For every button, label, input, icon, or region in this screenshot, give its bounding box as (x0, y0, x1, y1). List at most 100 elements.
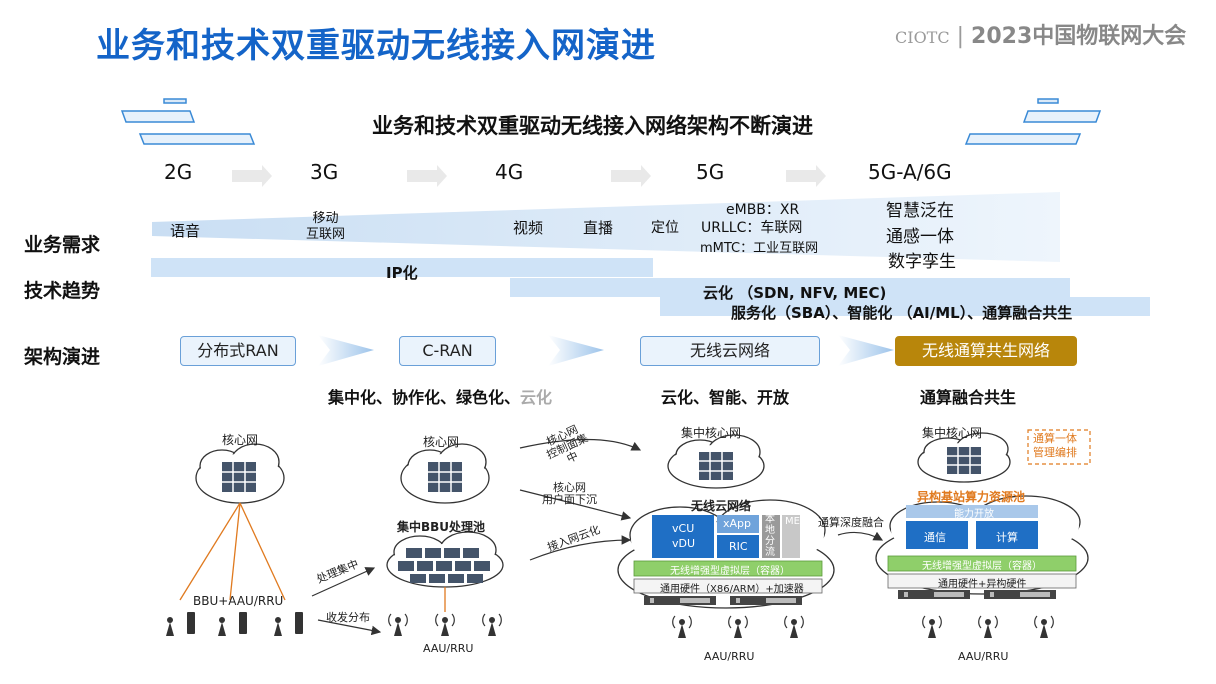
demand-future-2: 通感一体 (886, 227, 954, 247)
d4-mgmt-label: 通算一体 管理编排 (1033, 432, 1077, 459)
d3-central-core-label: 集中核心网 (681, 426, 742, 440)
ric-block (717, 535, 759, 558)
demand-wedge (152, 192, 1060, 262)
comm-block (906, 521, 968, 549)
d4-capability-open-label: 能力开放 (954, 509, 994, 520)
d2-core-label: 核心网 (423, 435, 460, 449)
d4-hetero-pool-label: 异构基站算力资源池 (917, 490, 1026, 504)
d3-vdu-label: vDU (672, 537, 696, 550)
base-stations-1 (166, 612, 303, 636)
tech-ip: IP化 (386, 264, 418, 282)
arrow-deep-fusion (837, 531, 884, 541)
general-hw-bar (633, 578, 823, 594)
gen-5ga-6g: 5G-A/6G (868, 160, 952, 184)
ciotc-logo-mark: CIOTC (895, 28, 950, 47)
demand-mmtc: mMTC：工业互联网 (700, 241, 819, 256)
demand-future-3: 数字孪生 (888, 252, 956, 272)
arrow-access-cloud (529, 535, 632, 561)
d3-deep-fusion-label: 通算深度融合 (818, 516, 884, 529)
d1-core-label: 核心网 (222, 433, 259, 447)
cloud-bbu-pool (386, 531, 504, 588)
d3-local-offload-label: 本地分流 (765, 514, 775, 558)
service-band (660, 297, 1150, 316)
ip-band (151, 258, 653, 277)
demand-embb: eMBB：XR (726, 202, 800, 218)
row-label-arch: 架构演进 (24, 346, 101, 368)
d3-mec-label: MEC (785, 516, 807, 527)
cloud-core-1 (195, 443, 285, 504)
virtual-layer-bar (633, 560, 823, 577)
row-label-demand: 业务需求 (24, 234, 101, 256)
capability-open-bar (906, 505, 1038, 518)
decor-stripes-left (120, 98, 256, 145)
logo-separator: | (956, 24, 965, 49)
demand-location: 定位 (651, 220, 679, 236)
page-title: 业务和技术双重驱动无线接入网演进 (96, 26, 656, 66)
d3-vcu-label: vCU (672, 522, 695, 535)
d3-virtual-layer-label: 无线增强型虚拟层（容器） (670, 566, 790, 577)
orange-links-1 (179, 502, 286, 601)
row-label-tech: 技术趋势 (24, 280, 101, 302)
arch-arrows (318, 335, 894, 366)
conference-logo: CIOTC | 2023中国物联网大会 (895, 18, 1186, 50)
arch-distributed-ran: 分布式RAN (180, 336, 296, 366)
base-stations-3 (678, 619, 798, 638)
demand-mobile-internet: 移动 互联网 (306, 211, 346, 242)
d4-aau-rru-label: AAU/RRU (958, 650, 1009, 663)
gen-2g: 2G (164, 160, 193, 184)
generation-arrows (232, 165, 826, 187)
d3-xapp-label: xApp (723, 517, 751, 530)
d4-central-core-label: 集中核心网 (922, 426, 983, 440)
base-stations-2 (394, 617, 496, 636)
d4-virtual-layer-label: 无线增强型虚拟层（容器） (922, 561, 1042, 572)
antenna-waves-3 (672, 615, 804, 629)
d3-aau-rru-label: AAU/RRU (704, 650, 755, 663)
arch-feature-3: 通算融合共生 (920, 388, 1017, 407)
tech-cloud: 云化 （SDN, NFV, MEC) (703, 284, 887, 302)
local-offload-block (762, 515, 780, 558)
d4-comm-label: 通信 (924, 531, 946, 544)
logo-text: 2023中国物联网大会 (971, 24, 1187, 49)
gen-5g: 5G (696, 160, 725, 184)
d2-bbu-pool-label: 集中BBU处理池 (397, 520, 486, 534)
cloud-band (510, 278, 1070, 297)
mgmt-dashed-box (1027, 429, 1091, 465)
antenna-waves-4 (922, 615, 1054, 629)
gen-3g: 3G (310, 160, 339, 184)
virtual-layer-bar-2 (887, 555, 1077, 572)
arch-wireless-cloud: 无线云网络 (640, 336, 820, 366)
compute-block (976, 521, 1038, 549)
cloud-core-2 (400, 443, 490, 504)
arrow-core-user (519, 489, 632, 521)
arch-c-ran: C-RAN (399, 336, 496, 366)
d3-general-hw-label: 通用硬件（X86/ARM）+加速器 (660, 584, 804, 595)
cloud-central-core (667, 434, 765, 489)
demand-video: 视频 (513, 219, 544, 237)
d3-wireless-cloud-label: 无线云网络 (691, 499, 752, 513)
d3-core-user-label: 核心网 用户面下沉 (542, 481, 597, 506)
mec-block (782, 515, 800, 558)
arch-feature-2: 云化、智能、开放 (661, 388, 790, 407)
arrow-process-central (311, 567, 376, 597)
base-stations-4 (928, 619, 1048, 638)
server-rack-3 (644, 596, 802, 605)
arrow-core-ctrl (519, 438, 642, 451)
demand-urllc: URLLC：车联网 (701, 220, 803, 236)
demand-live: 直播 (583, 219, 614, 237)
section-subtitle: 业务和技术双重驱动无线接入网络架构不断演进 (372, 114, 813, 138)
antenna-waves-2 (388, 613, 502, 627)
gen-4g: 4G (495, 160, 524, 184)
arch-computing-symbiosis: 无线通算共生网络 (895, 336, 1077, 366)
arch-feature-1-main: 集中化、协作化、绿色化、 (328, 388, 521, 407)
vcu-vdu-block (652, 515, 714, 558)
decor-stripes-right (964, 98, 1102, 145)
cloud-central-core-2 (917, 432, 1011, 483)
d4-general-hw-label: 通用硬件+异构硬件 (938, 579, 1027, 590)
arch-feature-1: 集中化、协作化、绿色化、云化 (328, 384, 552, 408)
demand-voice: 语音 (170, 222, 201, 240)
d1-rx-dist-label: 收发分布 (326, 611, 370, 624)
general-hw-bar-2 (887, 573, 1077, 589)
d3-ric-label: RIC (729, 540, 748, 553)
arch-feature-1-grey: 云化 (520, 388, 553, 407)
